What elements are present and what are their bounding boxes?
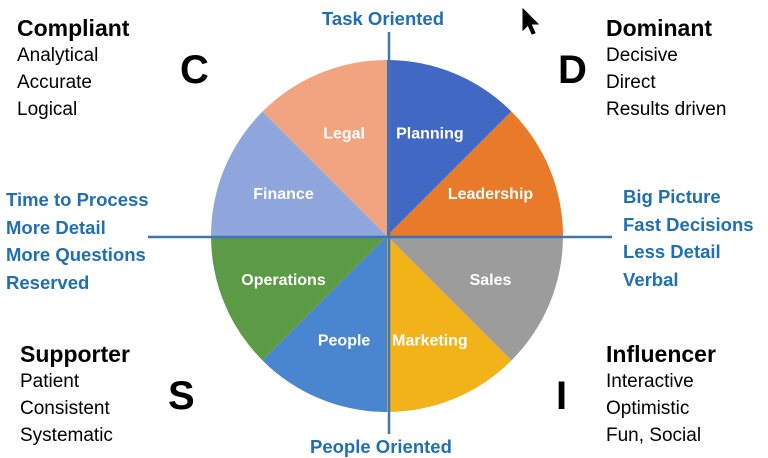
right-item: Big Picture: [623, 186, 721, 207]
pie-slice-sales: [387, 236, 563, 361]
quadrant-trait: Results driven: [606, 99, 727, 120]
compliant-quadrant: Compliant Analytical Accurate Logical: [17, 14, 129, 123]
quadrant-title: Compliant: [17, 15, 130, 41]
pie-slice-label: Marketing: [392, 333, 468, 350]
pie-slice-finance: [211, 111, 387, 236]
supporter-quadrant: Supporter Patient Consistent Systematic: [20, 340, 130, 449]
quadrant-trait: Logical: [17, 99, 78, 120]
right-characteristics-list: Big Picture Fast Decisions Less Detail V…: [623, 183, 754, 293]
influencer-quadrant: Influencer Interactive Optimistic Fun, S…: [606, 340, 716, 449]
pie-slice-label: Legal: [323, 126, 365, 143]
quadrant-trait: Consistent: [20, 398, 110, 419]
pie-slice-label: Finance: [253, 186, 314, 203]
dominant-quadrant: Dominant Decisive Direct Results driven: [606, 14, 726, 123]
left-characteristics-list: Time to Process More Detail More Questio…: [6, 186, 149, 296]
quadrant-trait: Systematic: [20, 425, 113, 446]
pie-slice-label: Operations: [241, 272, 326, 289]
task-oriented-label: Task Oriented: [322, 8, 445, 29]
quadrant-letter-d: D: [558, 48, 587, 92]
quadrant-trait: Accurate: [17, 72, 92, 93]
right-item: Verbal: [623, 268, 679, 290]
quadrant-trait: Optimistic: [606, 398, 690, 419]
quadrant-trait: Decisive: [606, 45, 678, 66]
quadrant-title: Dominant: [606, 15, 713, 41]
quadrant-letter-s: S: [168, 374, 195, 418]
quadrant-trait: Analytical: [17, 45, 99, 66]
left-item: More Detail: [6, 216, 106, 238]
pie-slice-legal: [262, 60, 387, 236]
quadrant-letter-i: I: [556, 374, 568, 418]
pie-slice-planning: [387, 60, 512, 236]
pie-slice-people: [262, 236, 387, 412]
pie-slice-label: Planning: [396, 126, 464, 143]
left-item: Reserved: [6, 271, 90, 293]
pie-slice-operations: [211, 236, 387, 361]
left-item: More Questions: [6, 244, 146, 265]
pie-slice-leadership: [387, 111, 563, 236]
quadrant-trait: Fun, Social: [606, 425, 702, 446]
pie-slice-label: Leadership: [448, 186, 534, 203]
pie-slice-label: Sales: [470, 272, 512, 289]
pie-slice-label: People: [318, 333, 371, 350]
people-oriented-label: People Oriented: [310, 436, 452, 457]
right-item: Fast Decisions: [623, 213, 754, 235]
mouse-pointer-icon: [522, 8, 540, 35]
quadrant-trait: Interactive: [606, 371, 694, 392]
quadrant-letter-c: C: [180, 48, 209, 92]
quadrant-title: Influencer: [606, 341, 716, 367]
quadrant-title: Supporter: [20, 341, 130, 367]
quadrant-trait: Patient: [20, 371, 80, 392]
quadrant-trait: Direct: [606, 72, 656, 93]
pie-slice-marketing: [387, 236, 512, 412]
right-item: Less Detail: [623, 241, 721, 262]
left-item: Time to Process: [6, 189, 149, 210]
